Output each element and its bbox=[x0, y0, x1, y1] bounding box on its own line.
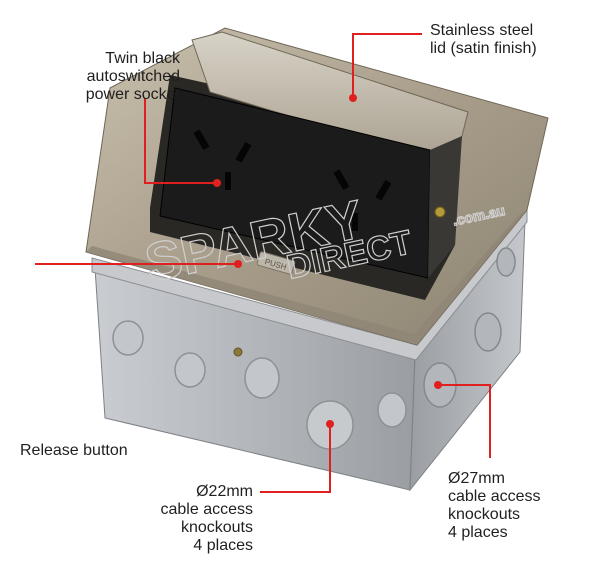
leader-knockout27 bbox=[438, 384, 491, 458]
knockout-22mm bbox=[174, 352, 206, 388]
hinge-bracket bbox=[428, 136, 462, 278]
label-knockout27: Ø27mm cable access knockouts 4 places bbox=[448, 470, 541, 541]
socket-outlet-left bbox=[193, 129, 252, 190]
leader-lines bbox=[35, 33, 491, 493]
screw-icon bbox=[233, 347, 243, 357]
knockout-22mm bbox=[112, 320, 144, 356]
knockout-27mm bbox=[496, 247, 516, 277]
label-socket: Twin black autoswitched power socket bbox=[85, 50, 180, 103]
release-button bbox=[256, 251, 296, 275]
leader-knockout22 bbox=[260, 424, 331, 493]
leader-lid bbox=[352, 33, 422, 98]
leader-dots bbox=[213, 94, 442, 428]
leader-socket bbox=[144, 98, 217, 184]
label-knockout22: Ø22mm cable access knockouts 4 places bbox=[160, 483, 254, 554]
label-lid: Stainless steel lid (satin finish) bbox=[430, 22, 537, 57]
knockout-22mm bbox=[244, 357, 280, 399]
socket-outlet-right bbox=[333, 169, 392, 231]
knockout-22mm bbox=[377, 392, 407, 428]
knockout-27mm bbox=[474, 312, 502, 352]
label-release: Release button bbox=[20, 442, 128, 459]
screw-icon bbox=[434, 206, 446, 218]
